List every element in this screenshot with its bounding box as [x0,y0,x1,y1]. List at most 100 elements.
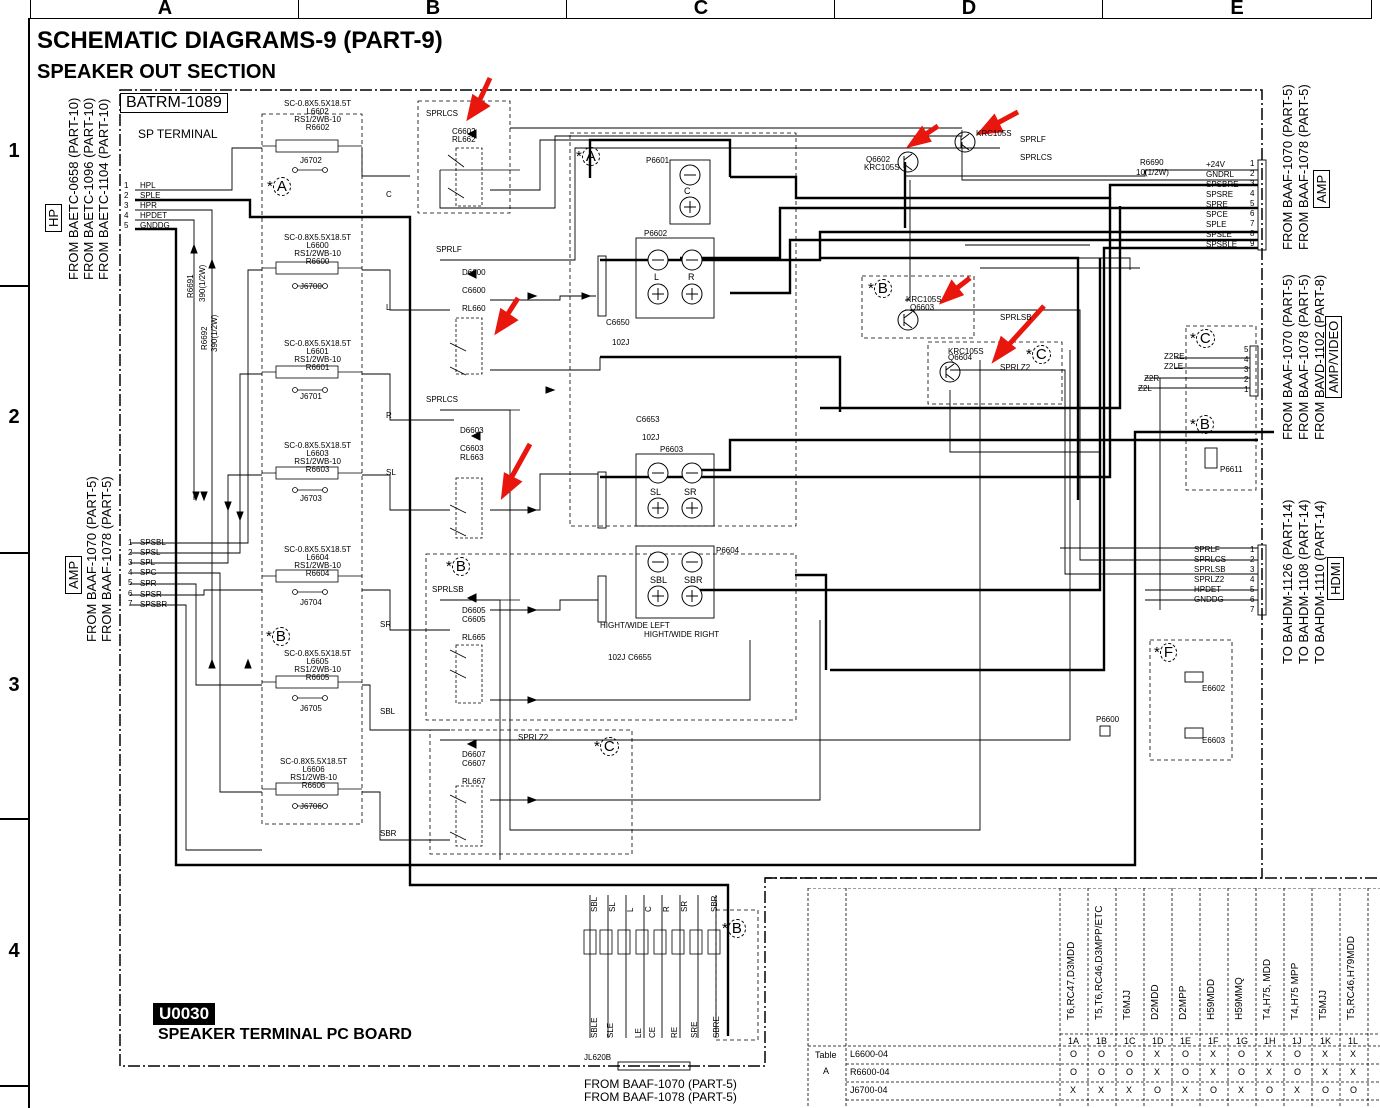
svg-text:1: 1 [124,181,129,190]
table-code: 1F [1208,1036,1219,1046]
svg-text:P6602: P6602 [644,229,668,238]
table-cell: X [1266,1049,1273,1059]
board-name: BATRM-1089 [120,93,228,113]
svg-text:5: 5 [1244,345,1249,354]
table-cell: O [1182,1067,1190,1077]
table-code: 1B [1096,1036,1108,1046]
table-caption-label: Table [815,1050,837,1060]
hp-pin-5: GNDDG [140,221,170,230]
table-cell: O [1154,1085,1162,1095]
table-code: 1L [1348,1036,1359,1046]
ampvideo-from-1: FROM BAAF-1070 (PART-5) [1280,274,1295,440]
r6692-label: R6692 [200,326,209,350]
svg-text:6: 6 [1250,209,1255,218]
from-amp-left-2: FROM BAAF-1078 (PART-5) [99,476,114,642]
svg-text:5: 5 [1250,199,1255,208]
row-separator [0,552,28,554]
variant-marker-b: *B [1190,415,1214,434]
table-cell: X [1266,1067,1273,1077]
table-header: T5,T6,RC46,D3MPP/ETC [1094,905,1105,1020]
table-code: 1G [1236,1036,1249,1046]
ampvideo-pin-z2r: Z2R [1144,374,1160,383]
svg-text:SPRLCS: SPRLCS [426,395,458,404]
svg-text:R: R [386,411,392,420]
variant-marker-c: *C [594,737,619,756]
jack-j6700: J6700 [300,282,322,291]
table-header: H59MMQ [1234,977,1245,1020]
table-cell: X [1098,1085,1105,1095]
table-cell: O [1126,1049,1134,1059]
bottom-net-sbre: SBRE [712,1016,721,1038]
svg-text:C: C [684,186,691,196]
svg-text:P6600: P6600 [1096,715,1120,724]
table-cell: X [1350,1067,1357,1077]
table-cell: X [1154,1049,1161,1059]
amp-left-pin-4: SPC [140,568,157,577]
svg-text:102J: 102J [642,433,659,442]
svg-text:JL620B: JL620B [584,1053,611,1062]
svg-text:4: 4 [1250,575,1255,584]
table-cell: O [1322,1085,1330,1095]
table-code: 1C [1124,1036,1136,1046]
amp-left-pin-2: SPSL [140,548,161,557]
jack-j6704: J6704 [300,598,322,607]
table-cell: O [1238,1049,1246,1059]
svg-text:SPRLF: SPRLF [436,245,462,254]
amp-tag-left: AMP [65,555,82,594]
svg-text:L: L [654,272,659,282]
bottom-from-2: FROM BAAF-1078 (PART-5) [584,1090,737,1104]
svg-text:Q6603: Q6603 [910,303,935,312]
svg-text:SPRLCS: SPRLCS [426,109,458,118]
table-code: 1J [1292,1036,1302,1046]
svg-text:SBR: SBR [684,575,703,585]
hdmi-to-2: TO BAHDM-1108 (PART-14) [1296,499,1311,664]
svg-text:E6602: E6602 [1202,684,1226,693]
table-cell: O [1098,1067,1106,1077]
svg-text:P6601: P6601 [646,156,670,165]
svg-text:4: 4 [1244,355,1249,364]
hdmi-tag: HDMI [1327,556,1344,600]
section-subtitle: SPEAKER OUT SECTION [37,61,276,83]
hp-pin-3: HPR [140,201,157,210]
row-header-3: 3 [8,674,20,696]
table-cell: O [1238,1067,1246,1077]
from-hp-3: FROM BAETC-1104 (PART-10) [96,98,111,280]
svg-text:E6603: E6603 [1202,736,1226,745]
svg-text:3: 3 [124,201,129,210]
svg-text:Q6604: Q6604 [948,353,973,362]
variant-marker-a: *A [267,177,291,196]
table-header: H59MDD [1206,978,1217,1020]
table-caption-code: A [823,1066,830,1076]
right-amp-tag: AMP [1313,169,1330,208]
table-cell: X [1322,1049,1329,1059]
table-cell: X [1182,1085,1189,1095]
amp-left-pin-5: SPR [140,579,157,588]
bottom-net-sle: SLE [606,1022,615,1038]
svg-text:SR: SR [380,620,391,629]
table-code: 1H [1264,1036,1276,1046]
hp-tag: HP [45,203,62,232]
svg-text:7: 7 [128,599,133,608]
svg-text:SPRLF: SPRLF [1020,135,1046,144]
r6691-label: R6691 [186,274,195,298]
hdmi-to-3: TO BAHDM-1110 (PART-14) [1312,500,1327,664]
jack-j6705: J6705 [300,704,322,713]
hp-pin-4: HPDET [140,211,168,220]
svg-text:SBL: SBL [380,707,396,716]
svg-text:SPRLSB: SPRLSB [1000,313,1032,322]
amp-left-pin-7: SPSBR [140,600,168,609]
svg-text:C6653: C6653 [636,415,660,424]
jack-j6701: J6701 [300,392,322,401]
column-header-d: D [834,0,1103,19]
jack-j6702: J6702 [300,156,322,165]
table-cell: X [1294,1085,1301,1095]
bottom-net-l: L [626,907,635,912]
svg-text:R: R [688,272,695,282]
table-header: T4,H75, MDD [1262,958,1273,1020]
bottom-net-sble: SBLE [590,1017,599,1038]
row-divider [28,18,30,1108]
